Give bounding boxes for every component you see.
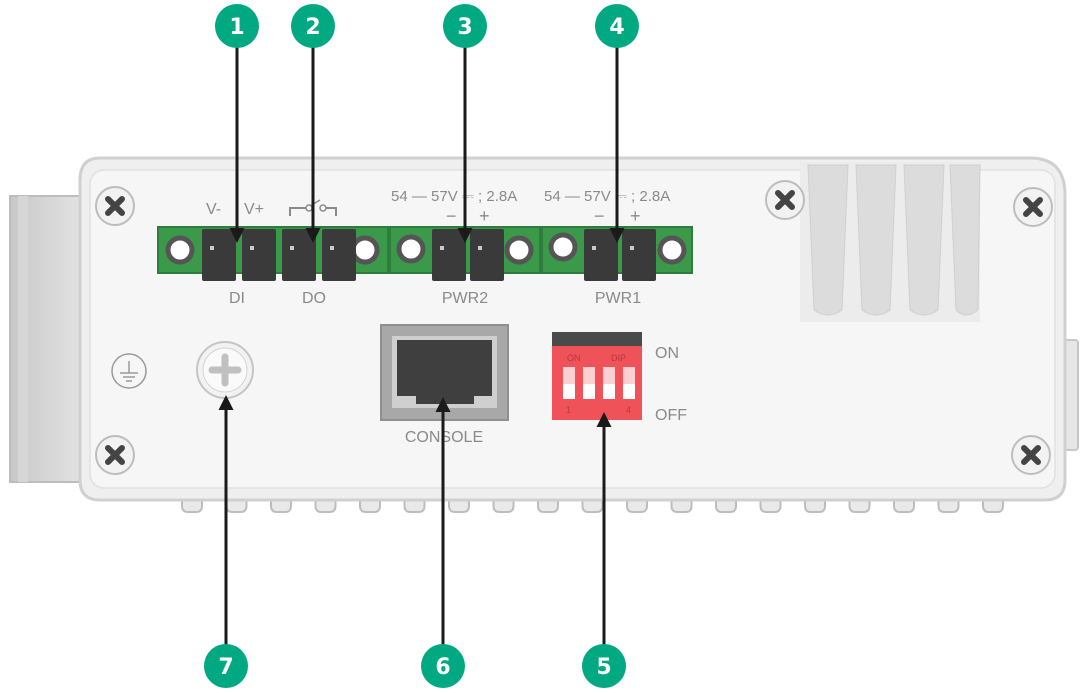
label-pwr2: PWR2 bbox=[442, 290, 488, 307]
console-port bbox=[380, 324, 509, 421]
terminal-block-pwr2 bbox=[389, 226, 541, 281]
label-v-plus: V+ bbox=[244, 201, 264, 218]
callout-badge-2: 2 bbox=[291, 4, 335, 48]
label-pwr1-minus: − bbox=[594, 206, 605, 226]
dip-bottom-right-label: 4 bbox=[626, 405, 631, 415]
screw-icon bbox=[1011, 435, 1051, 475]
ground-icon bbox=[111, 353, 147, 389]
callout-number-3: 3 bbox=[457, 15, 472, 40]
dip-on-label: ON bbox=[655, 345, 679, 362]
dip-bottom-left-label: 1 bbox=[566, 405, 571, 415]
relay-symbol-icon bbox=[289, 207, 337, 216]
din-rail-bracket bbox=[9, 195, 81, 483]
callout-number-5: 5 bbox=[596, 655, 611, 680]
label-pwr2-rating: 54 — 57V ⎓ ; 2.8A bbox=[391, 188, 517, 205]
callout-badge-3: 3 bbox=[443, 4, 487, 48]
label-pwr2-plus: + bbox=[479, 206, 490, 226]
dip-top-left-label: ON bbox=[567, 353, 581, 363]
label-v-minus: V- bbox=[206, 201, 221, 218]
dip-switch bbox=[552, 332, 642, 420]
label-di: DI bbox=[229, 290, 245, 307]
callout-number-2: 2 bbox=[305, 15, 320, 40]
relay-contact-icon bbox=[319, 204, 327, 212]
callout-badge-6: 6 bbox=[421, 644, 465, 688]
dip-top-right-label: DIP bbox=[611, 353, 626, 363]
label-pwr1-rating: 54 — 57V ⎓ ; 2.8A bbox=[544, 188, 670, 205]
label-pwr1: PWR1 bbox=[595, 290, 641, 307]
terminal-block-di-do bbox=[157, 226, 389, 281]
screw-icon bbox=[765, 180, 805, 220]
callout-badge-5: 5 bbox=[582, 644, 626, 688]
callout-number-4: 4 bbox=[609, 15, 624, 40]
screw-icon bbox=[95, 435, 135, 475]
label-pwr1-plus: + bbox=[630, 206, 641, 226]
callout-badge-1: 1 bbox=[215, 4, 259, 48]
label-do: DO bbox=[302, 290, 326, 307]
callout-number-1: 1 bbox=[229, 15, 244, 40]
callout-number-6: 6 bbox=[435, 655, 450, 680]
callout-badge-4: 4 bbox=[595, 4, 639, 48]
screw-icon bbox=[95, 186, 135, 226]
callout-badge-7: 7 bbox=[204, 644, 248, 688]
ground-screw-icon bbox=[196, 341, 254, 399]
label-pwr2-minus: − bbox=[446, 206, 457, 226]
screw-icon bbox=[1013, 187, 1053, 227]
callout-number-7: 7 bbox=[218, 655, 233, 680]
dip-off-label: OFF bbox=[655, 407, 687, 424]
heatsink-ribs bbox=[800, 162, 981, 322]
